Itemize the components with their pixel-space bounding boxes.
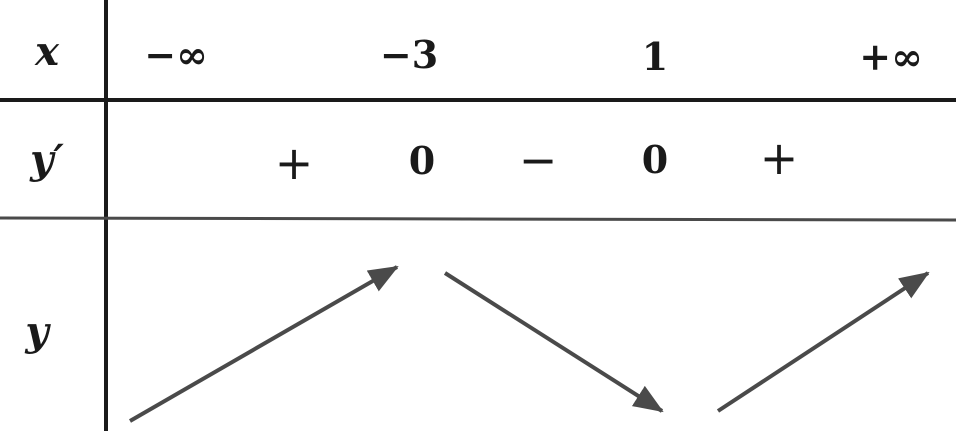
decreasing-arrow [443, 271, 664, 413]
row-header-y-prime: y′ [30, 136, 64, 183]
x-value-critical-1: −3 [379, 32, 439, 77]
derivative-sign-interval-3: + [759, 131, 799, 185]
row-header-y: y [25, 308, 49, 355]
x-value-pos-infinity: +∞ [859, 34, 923, 79]
derivative-row-divider [0, 216, 956, 222]
derivative-zero-2: 0 [641, 137, 669, 182]
x-value-critical-2: 1 [641, 34, 669, 79]
increasing-arrow-2 [716, 271, 930, 413]
increasing-arrow-1 [129, 265, 399, 423]
x-value-neg-infinity: −∞ [144, 32, 208, 77]
row-header-x: x [35, 28, 59, 75]
derivative-sign-interval-1: + [274, 136, 314, 190]
derivative-zero-1: 0 [408, 138, 436, 183]
derivative-sign-interval-2: − [518, 133, 558, 187]
